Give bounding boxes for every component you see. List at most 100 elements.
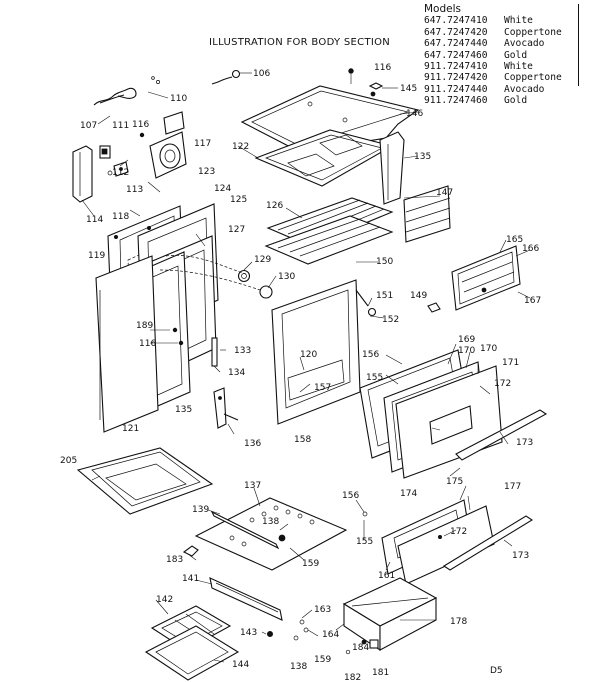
vent-box-165-167	[451, 245, 521, 311]
part-label-139: 139	[192, 505, 209, 515]
clip-112-113	[99, 145, 129, 177]
burner-box-122	[254, 129, 394, 187]
part-label-136: 136	[244, 439, 261, 449]
sheet-code: D5	[490, 666, 503, 676]
part-label-143: 143	[240, 628, 257, 638]
part-label-116: 116	[374, 63, 391, 73]
part-label-116: 116	[139, 339, 156, 349]
part-label-135: 135	[175, 405, 192, 415]
hinge-bracket-133	[211, 337, 218, 367]
part-label-149: 149	[410, 291, 427, 301]
part-label-142: 142	[156, 595, 173, 605]
model-color: Coppertone	[504, 26, 562, 38]
part-label-120: 120	[300, 350, 317, 360]
oven-rack-150	[264, 215, 394, 265]
grommet-129-130	[159, 255, 273, 299]
part-label-138: 138	[290, 662, 307, 672]
part-label-137: 137	[244, 481, 261, 491]
part-label-205: 205	[60, 456, 77, 466]
part-label-116: 116	[132, 120, 149, 130]
part-label-107: 107	[80, 121, 97, 131]
part-label-135: 135	[414, 152, 431, 162]
part-label-169: 169	[458, 335, 475, 345]
part-label-141: 141	[182, 574, 199, 584]
door-handle-173b	[442, 515, 534, 571]
drawer-box-178	[342, 577, 438, 652]
bracket-114	[72, 145, 93, 203]
part-label-172: 172	[450, 527, 467, 537]
bracket-136	[213, 387, 239, 429]
screws-116-189	[114, 225, 184, 346]
part-label-130: 130	[278, 272, 295, 282]
vent-147	[403, 185, 451, 243]
part-label-147: 147	[436, 188, 453, 198]
part-label-157: 157	[314, 383, 331, 393]
part-label-181: 181	[372, 668, 389, 678]
part-label-110: 110	[170, 94, 187, 104]
part-label-113: 113	[126, 185, 143, 195]
leader-lines	[81, 111, 531, 663]
model-color: Coppertone	[504, 72, 562, 84]
part-label-161: 161	[378, 571, 395, 581]
model-number: 911.7247460	[424, 95, 488, 107]
model-row: 911.7247440 Avocado	[424, 84, 562, 95]
part-label-175: 175	[446, 477, 463, 487]
part-label-163: 163	[314, 605, 331, 615]
part-label-146: 146	[406, 109, 423, 119]
part-label-145: 145	[400, 84, 417, 94]
parts-149-151-152	[367, 302, 441, 317]
part-label-173: 173	[516, 438, 533, 448]
clip-183	[182, 545, 199, 557]
small-parts-116-145	[348, 68, 398, 97]
part-label-171: 171	[502, 358, 519, 368]
part-label-114: 114	[86, 215, 103, 225]
part-label-126: 126	[266, 201, 283, 211]
part-label-170: 170	[458, 346, 475, 356]
part-label-174: 174	[400, 489, 417, 499]
part-label-156: 156	[342, 491, 359, 501]
part-label-159: 159	[302, 559, 319, 569]
part-label-178: 178	[450, 617, 467, 627]
outer-side-121	[95, 255, 159, 433]
part-label-117: 117	[194, 139, 211, 149]
part-label-106: 106	[253, 69, 270, 79]
part-label-125: 125	[230, 195, 247, 205]
part-label-134: 134	[228, 368, 245, 378]
bracket-106	[211, 69, 252, 85]
part-labels: 106 107 110 111 112 113 114 116 116 116 …	[60, 63, 541, 682]
part-label-172: 172	[494, 379, 511, 389]
part-label-170: 170	[480, 344, 497, 354]
part-label-177: 177	[504, 482, 521, 492]
part-label-151: 151	[376, 291, 393, 301]
part-label-122: 122	[232, 142, 249, 152]
bar-139	[210, 510, 280, 550]
drawer-panel-177	[397, 505, 495, 585]
model-color: Avocado	[504, 83, 545, 95]
part-label-173: 173	[512, 551, 529, 561]
model-number: 911.7247440	[424, 83, 488, 95]
part-label-121: 121	[122, 424, 139, 434]
part-label-133: 133	[234, 346, 251, 356]
model-number: 911.7247410	[424, 61, 488, 73]
models-header: Models	[424, 3, 461, 15]
part-label-165: 165	[506, 235, 523, 245]
part-label-183: 183	[166, 555, 183, 565]
part-label-156: 156	[362, 350, 379, 360]
part-label-112: 112	[112, 168, 129, 178]
part-label-155: 155	[366, 373, 383, 383]
part-label-182: 182	[344, 673, 361, 682]
part-label-167: 167	[524, 296, 541, 306]
models-table-border	[578, 4, 579, 86]
part-label-129: 129	[254, 255, 271, 265]
model-color: Gold	[504, 95, 528, 107]
cord-110	[93, 76, 169, 106]
small-parts-bottom	[293, 511, 379, 655]
diagram-title: ILLUSTRATION FOR BODY SECTION	[209, 37, 391, 48]
part-label-158: 158	[294, 435, 311, 445]
part-label-111: 111	[112, 121, 129, 131]
model-number: 647.7247420	[424, 26, 488, 38]
model-color: White	[504, 15, 533, 27]
